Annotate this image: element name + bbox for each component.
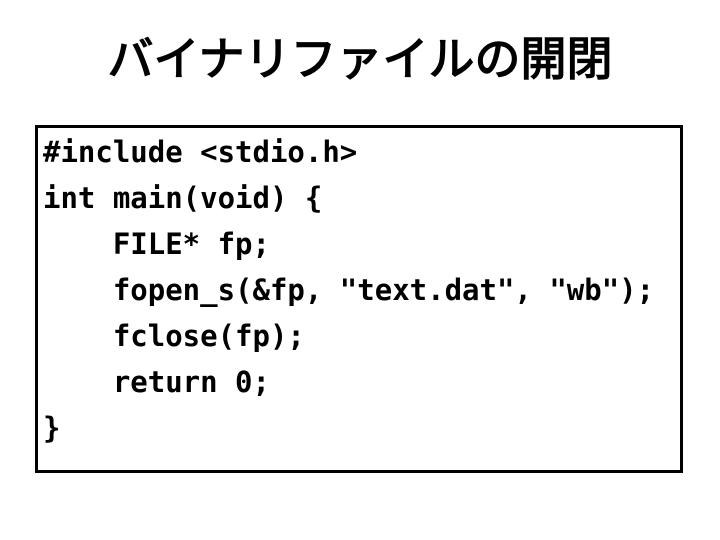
code-box: #include <stdio.h> int main(void) { FILE…: [35, 125, 683, 473]
code-line-fclose: fclose(fp);: [43, 319, 305, 353]
slide-title: バイナリファイルの開閉: [107, 32, 613, 86]
code-line-fopen: fopen_s(&fp, "text.dat", "wb");: [43, 273, 655, 307]
code-line-return: return 0;: [43, 365, 270, 399]
code-line-file-pointer: FILE* fp;: [43, 227, 270, 261]
code-line-include: #include <stdio.h>: [43, 135, 358, 169]
code-line-main: int main(void) {: [43, 181, 323, 215]
code-line-closing-brace: }: [43, 411, 61, 445]
